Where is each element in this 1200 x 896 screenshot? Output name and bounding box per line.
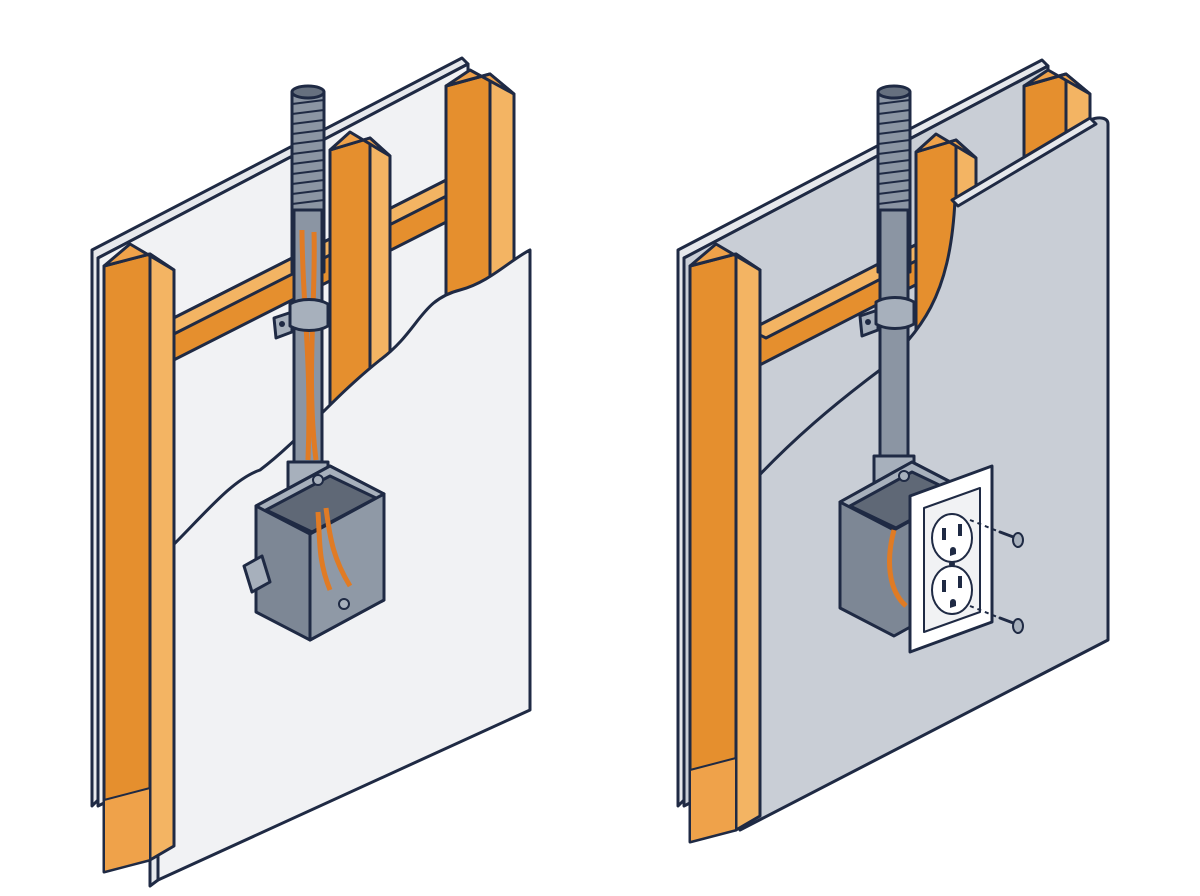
- left-electrical-box: [242, 464, 386, 642]
- lower-screw: [998, 616, 1024, 634]
- left-conduit: [286, 84, 330, 494]
- right-conduit: [872, 84, 916, 488]
- left-conduit-threads: [291, 99, 325, 205]
- right-front-drywall-edge: [950, 116, 1098, 208]
- upper-screw: [998, 530, 1024, 548]
- left-conduit-strap: [272, 298, 330, 340]
- upper-outlet: [931, 513, 973, 563]
- right-receptacle-cover-plate: [908, 464, 994, 654]
- lower-outlet: [931, 565, 973, 615]
- left-box-mounting-bracket: [242, 554, 272, 594]
- left-panel-rough-in: [90, 56, 532, 888]
- right-mounting-screws: [969, 519, 1024, 634]
- left-left-stud: [102, 242, 176, 874]
- right-panel-finished: [676, 58, 1110, 844]
- right-conduit-strap: [858, 296, 916, 338]
- left-orange-wire-in-conduit: [299, 229, 312, 461]
- right-left-stud: [688, 242, 762, 844]
